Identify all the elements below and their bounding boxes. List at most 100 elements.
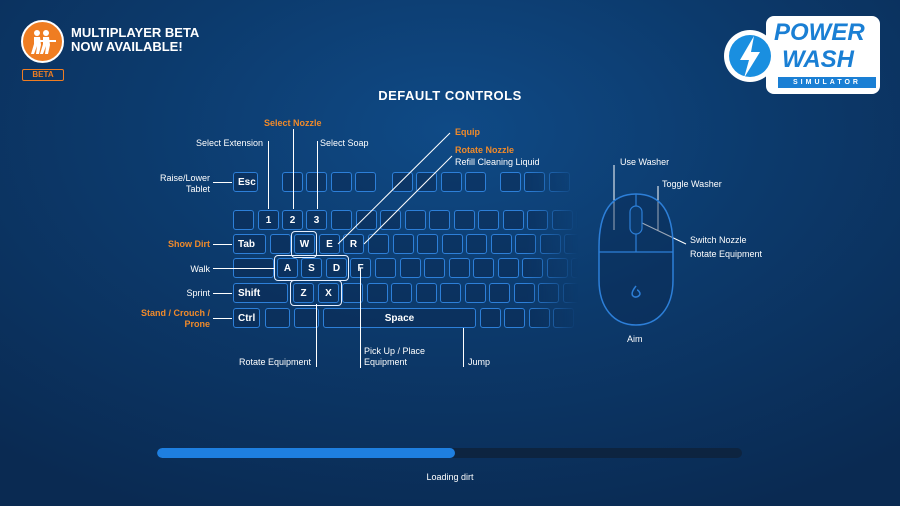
key-blank xyxy=(440,283,461,303)
label-sprint: Sprint xyxy=(186,288,210,298)
key-space: Space xyxy=(323,308,476,328)
key-blank xyxy=(500,172,521,192)
key-blank xyxy=(480,308,501,328)
key-blank xyxy=(355,172,376,192)
key-z: Z xyxy=(293,283,314,303)
label-aim: Aim xyxy=(627,334,643,344)
page-title: DEFAULT CONTROLS xyxy=(378,88,522,103)
key-esc: Esc xyxy=(233,172,258,192)
key-blank xyxy=(270,234,291,254)
key-blank xyxy=(539,234,561,254)
label-show-dirt: Show Dirt xyxy=(168,239,210,249)
key-blank xyxy=(546,258,568,278)
key-blank xyxy=(404,210,426,230)
key-blank xyxy=(553,308,574,328)
logo-wash: WASH xyxy=(782,46,854,73)
key-blank xyxy=(415,283,437,303)
loading-progress-bar xyxy=(157,448,742,458)
leader-line xyxy=(463,328,464,367)
key-blank xyxy=(522,258,543,278)
logo-drop-icon xyxy=(724,30,776,82)
key-blank xyxy=(441,172,462,192)
w-highlight xyxy=(291,231,317,258)
beta-badge: BETA xyxy=(22,69,64,81)
leader-line xyxy=(268,141,269,209)
key-blank xyxy=(524,172,545,192)
leader-line xyxy=(293,129,294,209)
label-refill: Refill Cleaning Liquid xyxy=(455,157,540,167)
key-e: E xyxy=(319,234,340,254)
loading-status: Loading dirt xyxy=(426,472,474,482)
key-blank xyxy=(513,283,535,303)
key-blank xyxy=(551,210,573,230)
key-k1: 1 xyxy=(258,210,279,230)
key-blank xyxy=(392,234,414,254)
logo-simulator: SIMULATOR xyxy=(778,77,876,88)
key-a: A xyxy=(277,258,298,278)
key-blank xyxy=(504,308,525,328)
key-blank xyxy=(417,234,438,254)
key-s: S xyxy=(301,258,322,278)
key-blank xyxy=(331,172,352,192)
announcement-line1: MULTIPLAYER BETA xyxy=(71,25,200,40)
key-blank xyxy=(380,210,401,230)
label-stand-crouch-prone: Stand / Crouch /Prone xyxy=(140,308,210,329)
key-blank xyxy=(331,210,352,230)
key-blank xyxy=(399,258,421,278)
key-blank xyxy=(424,258,445,278)
label-rotate-nozzle: Rotate Nozzle xyxy=(455,145,515,155)
key-k3: 3 xyxy=(306,210,327,230)
leader-line xyxy=(213,268,275,269)
key-blank xyxy=(441,234,463,254)
key-blank xyxy=(549,172,570,192)
leader-line xyxy=(213,182,232,183)
key-blank xyxy=(429,210,450,230)
key-blank xyxy=(489,283,510,303)
key-blank xyxy=(529,308,550,328)
label-walk: Walk xyxy=(190,264,210,274)
label-select-soap: Select Soap xyxy=(320,138,369,148)
key-blank xyxy=(282,172,303,192)
label-switch-nozzle: Switch Nozzle xyxy=(690,235,747,245)
label-equip: Equip xyxy=(455,127,480,137)
key-blank xyxy=(391,283,412,303)
key-blank xyxy=(448,258,470,278)
mouse-diagram xyxy=(598,193,674,326)
key-blank xyxy=(465,172,486,192)
label-toggle-washer: Toggle Washer xyxy=(662,179,722,189)
key-blank xyxy=(453,210,475,230)
key-x: X xyxy=(318,283,339,303)
key-r: R xyxy=(343,234,364,254)
leader-line xyxy=(360,268,361,368)
leader-line xyxy=(213,244,232,245)
loading-progress-fill xyxy=(157,448,456,458)
leader-line xyxy=(213,318,232,319)
key-blank xyxy=(368,234,389,254)
key-blank xyxy=(294,308,319,328)
game-logo: POWER WASH SIMULATOR xyxy=(722,14,884,96)
multiplayer-icon[interactable] xyxy=(21,20,64,63)
key-blank xyxy=(490,234,512,254)
key-blank xyxy=(342,283,363,303)
key-blank xyxy=(538,283,559,303)
key-blank xyxy=(473,258,494,278)
key-blank xyxy=(464,283,486,303)
key-blank xyxy=(515,234,536,254)
key-blank xyxy=(478,210,499,230)
label-jump: Jump xyxy=(468,357,491,367)
key-blank xyxy=(497,258,519,278)
leader-line xyxy=(213,293,232,294)
key-shift: Shift xyxy=(233,283,288,303)
label-mouse-rotate-equipment: Rotate Equipment xyxy=(690,249,763,259)
key-blank xyxy=(527,210,548,230)
key-blank xyxy=(466,234,487,254)
label-select-extension: Select Extension xyxy=(196,138,264,148)
key-blank xyxy=(392,172,413,192)
key-blank xyxy=(366,283,388,303)
leader-line xyxy=(317,141,318,209)
key-w: W xyxy=(294,234,315,254)
